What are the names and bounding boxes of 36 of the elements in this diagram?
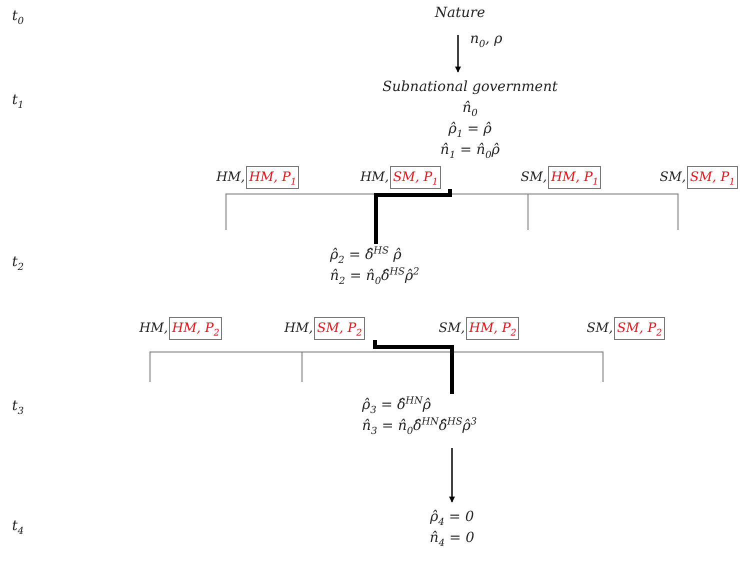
nature-label: Nature xyxy=(434,4,486,23)
option-box: HM, P$_{1}$ xyxy=(548,166,602,189)
option-box: SM, P$_{1}$ xyxy=(390,166,442,189)
time-label: t$_{0}$ xyxy=(12,8,24,24)
arrow xyxy=(455,35,461,73)
option-label: SM, xyxy=(520,169,547,187)
formula-text: ρ̂$_{3}$ = δ̂$^{HN}$ρ̂ xyxy=(362,395,431,415)
option-label: SM, xyxy=(438,320,465,338)
time-label: t$_{3}$ xyxy=(12,398,24,414)
time-label: t$_{1}$ xyxy=(12,92,24,108)
agent-label: Subnational government xyxy=(382,78,558,97)
formula-text: n̂$_{1}$ = n̂$_{0}$ρ̂ xyxy=(440,141,500,160)
option-label: HM, xyxy=(360,169,389,187)
formula-text: ρ̂$_{1}$ = ρ̂ xyxy=(448,120,492,139)
formula-text: n̂$_{2}$ = n̂$_{0}$δ̂$^{HS}$ρ̂$^{2}$ xyxy=(330,266,420,286)
connector-line xyxy=(374,189,452,244)
option-box: HM, P$_{2}$ xyxy=(169,317,222,340)
connector-line xyxy=(373,340,454,394)
option-box: SM, P$_{1}$ xyxy=(687,166,738,189)
formula-text: ρ̂$_{2}$ = δ̂$^{HS}$ ρ̂ xyxy=(330,245,402,265)
option-label: HM, xyxy=(284,320,313,338)
arrow xyxy=(449,448,455,503)
option-label: HM, xyxy=(216,169,245,187)
option-label: HM, xyxy=(139,320,168,338)
time-label: t$_{4}$ xyxy=(12,518,24,534)
formula-text: ρ̂$_{4}$ = 0 xyxy=(430,508,474,527)
option-label: SM, xyxy=(586,320,613,338)
formula-text: n̂$_{4}$ = 0 xyxy=(430,529,474,548)
option-label: SM, xyxy=(660,169,686,187)
formula-text: n̂$_{0}$ xyxy=(462,99,478,118)
time-label: t$_{2}$ xyxy=(12,254,24,270)
option-box: SM, P$_{2}$ xyxy=(614,317,666,340)
option-box: HM, P$_{1}$ xyxy=(246,166,300,189)
formula-text: n̂$_{3}$ = n̂$_{0}$δ̂$^{HN}$δ̂$^{HS}$ρ̂$^{3}$ xyxy=(362,416,477,436)
option-box: HM, P$_{2}$ xyxy=(466,317,520,340)
option-box: SM, P$_{2}$ xyxy=(314,317,366,340)
